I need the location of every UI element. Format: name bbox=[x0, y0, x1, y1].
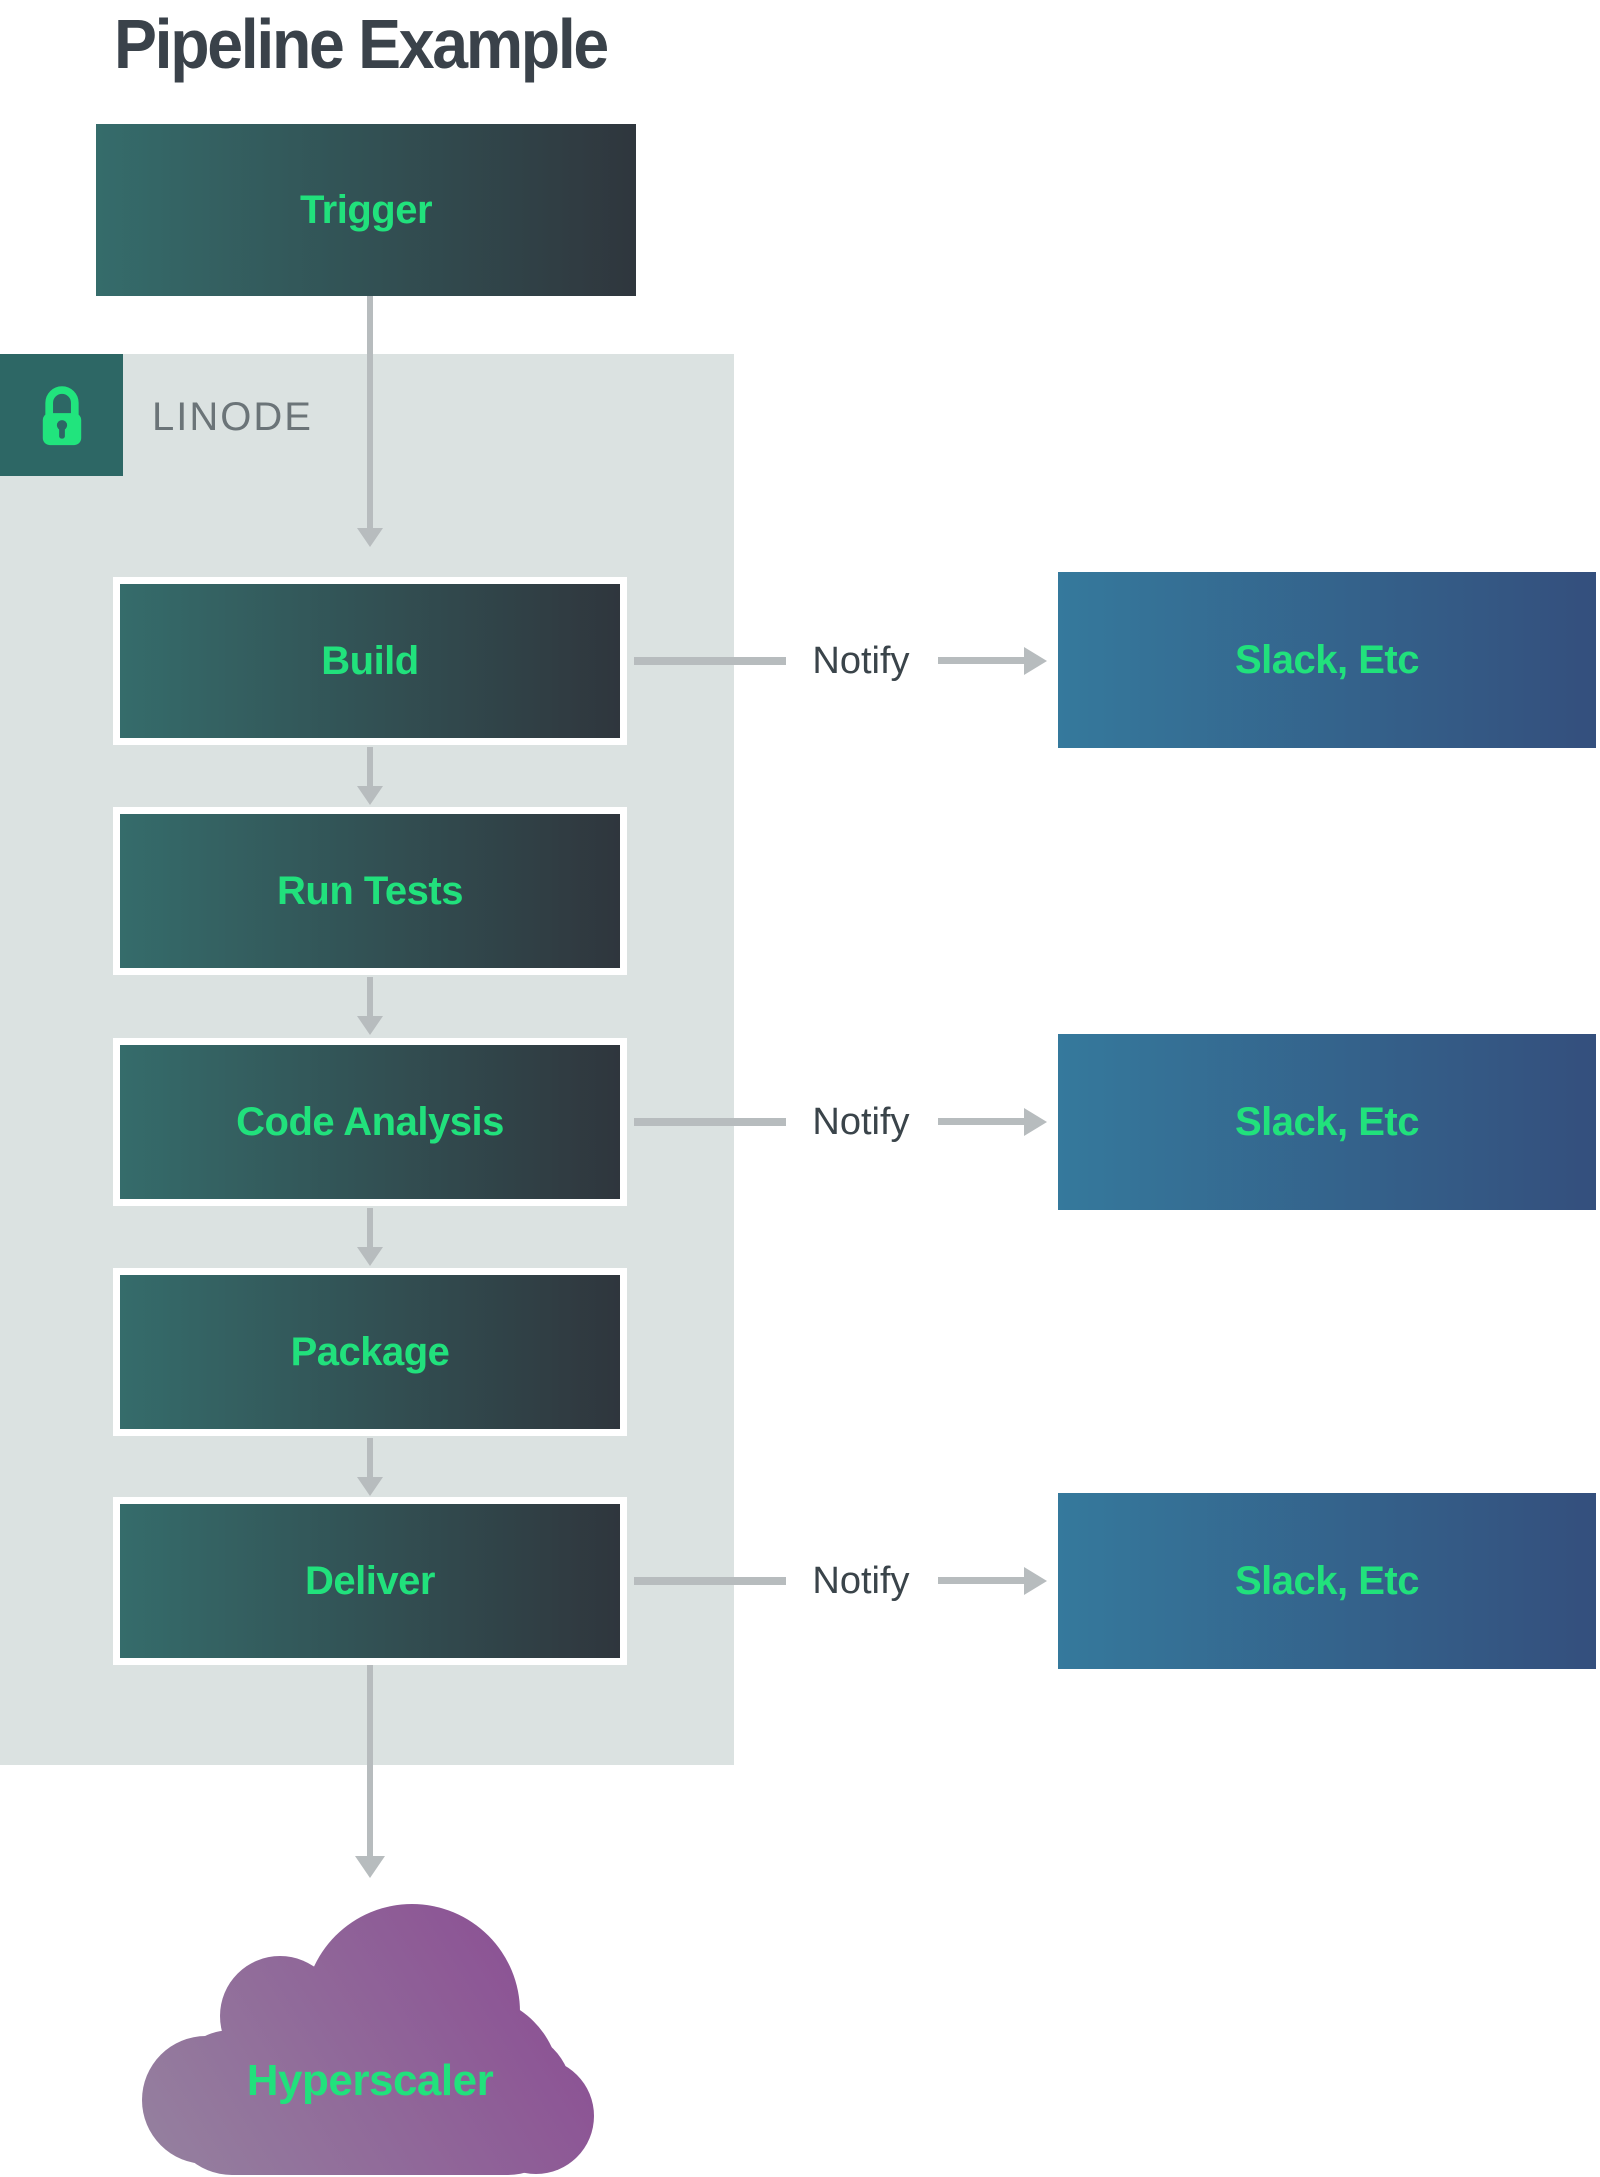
notify-arrow-line bbox=[938, 1577, 1024, 1584]
stage-node-code-analysis: Code Analysis bbox=[113, 1038, 627, 1206]
stage-node-package: Package bbox=[113, 1268, 627, 1436]
trigger-node: Trigger bbox=[96, 124, 636, 296]
stage-label: Deliver bbox=[305, 1558, 435, 1603]
page-title: Pipeline Example bbox=[114, 5, 609, 83]
arrow-head-down-icon bbox=[357, 786, 383, 805]
arrow-head-down-icon bbox=[357, 528, 383, 547]
trigger-label: Trigger bbox=[299, 187, 433, 232]
arrow-trigger-to-build bbox=[367, 296, 373, 528]
notify-connector bbox=[634, 1118, 786, 1126]
arrow-code-analysis-to-package bbox=[367, 1208, 373, 1248]
notify-target-node: Slack, Etc bbox=[1058, 1034, 1596, 1210]
stage-label: Package bbox=[290, 1329, 450, 1374]
hyperscaler-node bbox=[140, 1890, 600, 2177]
notify-connector bbox=[634, 1577, 786, 1585]
notify-target-label: Slack, Etc bbox=[1234, 1099, 1420, 1144]
stage-node-deliver: Deliver bbox=[113, 1497, 627, 1665]
arrow-head-right-icon bbox=[1024, 1108, 1047, 1136]
notify-target-node: Slack, Etc bbox=[1058, 572, 1596, 748]
arrow-head-down-icon bbox=[357, 1247, 383, 1266]
arrow-head-down-icon bbox=[357, 1477, 383, 1496]
notify-label: Notify bbox=[812, 1559, 910, 1602]
notify-label: Notify bbox=[812, 639, 910, 682]
cloud-icon bbox=[142, 1904, 594, 2175]
stage-label: Run Tests bbox=[277, 868, 463, 913]
arrow-head-down-icon bbox=[357, 1016, 383, 1035]
lock-badge bbox=[0, 354, 123, 476]
notify-target-node: Slack, Etc bbox=[1058, 1493, 1596, 1669]
cloud-label: Hyperscaler bbox=[246, 2056, 494, 2105]
notify-connector bbox=[634, 657, 786, 665]
stage-node-build: Build bbox=[113, 577, 627, 745]
arrow-build-to-run-tests bbox=[367, 747, 373, 787]
arrow-deliver-to-hyperscaler bbox=[367, 1665, 373, 1857]
stage-label: Build bbox=[321, 638, 419, 683]
arrow-package-to-deliver bbox=[367, 1438, 373, 1478]
notify-label: Notify bbox=[812, 1100, 910, 1143]
notify-target-label: Slack, Etc bbox=[1234, 1558, 1420, 1603]
notify-target-label: Slack, Etc bbox=[1234, 637, 1420, 682]
notify-arrow-line bbox=[938, 657, 1024, 664]
panel-label: LINODE bbox=[152, 394, 313, 439]
stage-node-run-tests: Run Tests bbox=[113, 807, 627, 975]
arrow-head-right-icon bbox=[1024, 1567, 1047, 1595]
stage-label: Code Analysis bbox=[236, 1099, 504, 1144]
arrow-run-tests-to-code-analysis bbox=[367, 977, 373, 1017]
lock-icon bbox=[42, 386, 81, 446]
notify-arrow-line bbox=[938, 1118, 1024, 1125]
arrow-head-down-icon bbox=[355, 1856, 385, 1878]
arrow-head-right-icon bbox=[1024, 647, 1047, 675]
